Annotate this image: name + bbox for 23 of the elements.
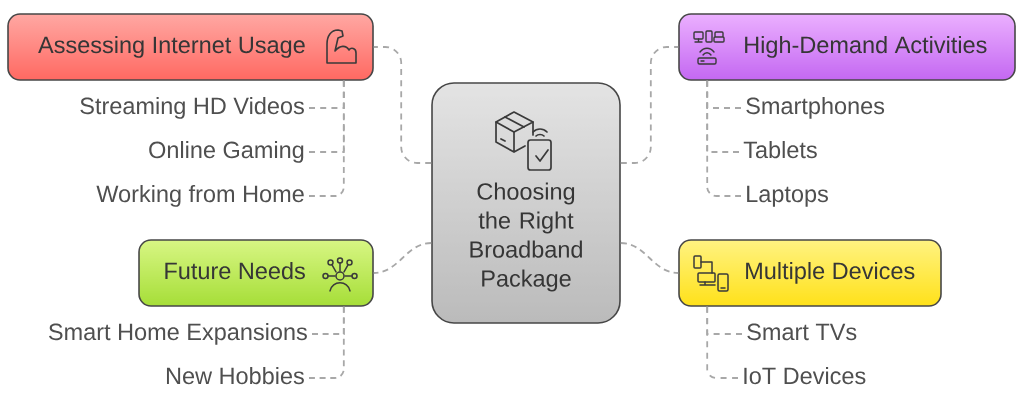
- category-box: Assessing Internet Usage: [7, 13, 374, 81]
- connector: [372, 242, 433, 274]
- connector: [372, 46, 433, 164]
- connector: [619, 242, 680, 274]
- item-label: Smart TVs: [747, 323, 857, 341]
- central-box: Choosing the Right Broadband Package: [431, 82, 621, 324]
- category-box: Multiple Devices: [678, 239, 942, 307]
- connector: [619, 46, 680, 164]
- item-label: Tablets: [743, 141, 817, 159]
- item-label: Laptops: [747, 185, 828, 207]
- connector: [308, 79, 345, 197]
- category-box: High-Demand Activities: [678, 13, 1016, 81]
- item-label: Online Gaming: [149, 141, 304, 163]
- item-label: Working from Home: [96, 185, 304, 207]
- connector: [706, 305, 739, 379]
- item-label: Streaming HD Videos: [80, 97, 304, 119]
- connector: [308, 305, 345, 379]
- item-label: Smartphones: [746, 97, 885, 119]
- category-box: Future Needs: [138, 239, 374, 307]
- item-label: Smart Home Expansions: [48, 322, 307, 345]
- item-label: New Hobbies: [167, 366, 304, 385]
- connector: [706, 79, 742, 197]
- item-label: IoT Devices: [744, 366, 866, 385]
